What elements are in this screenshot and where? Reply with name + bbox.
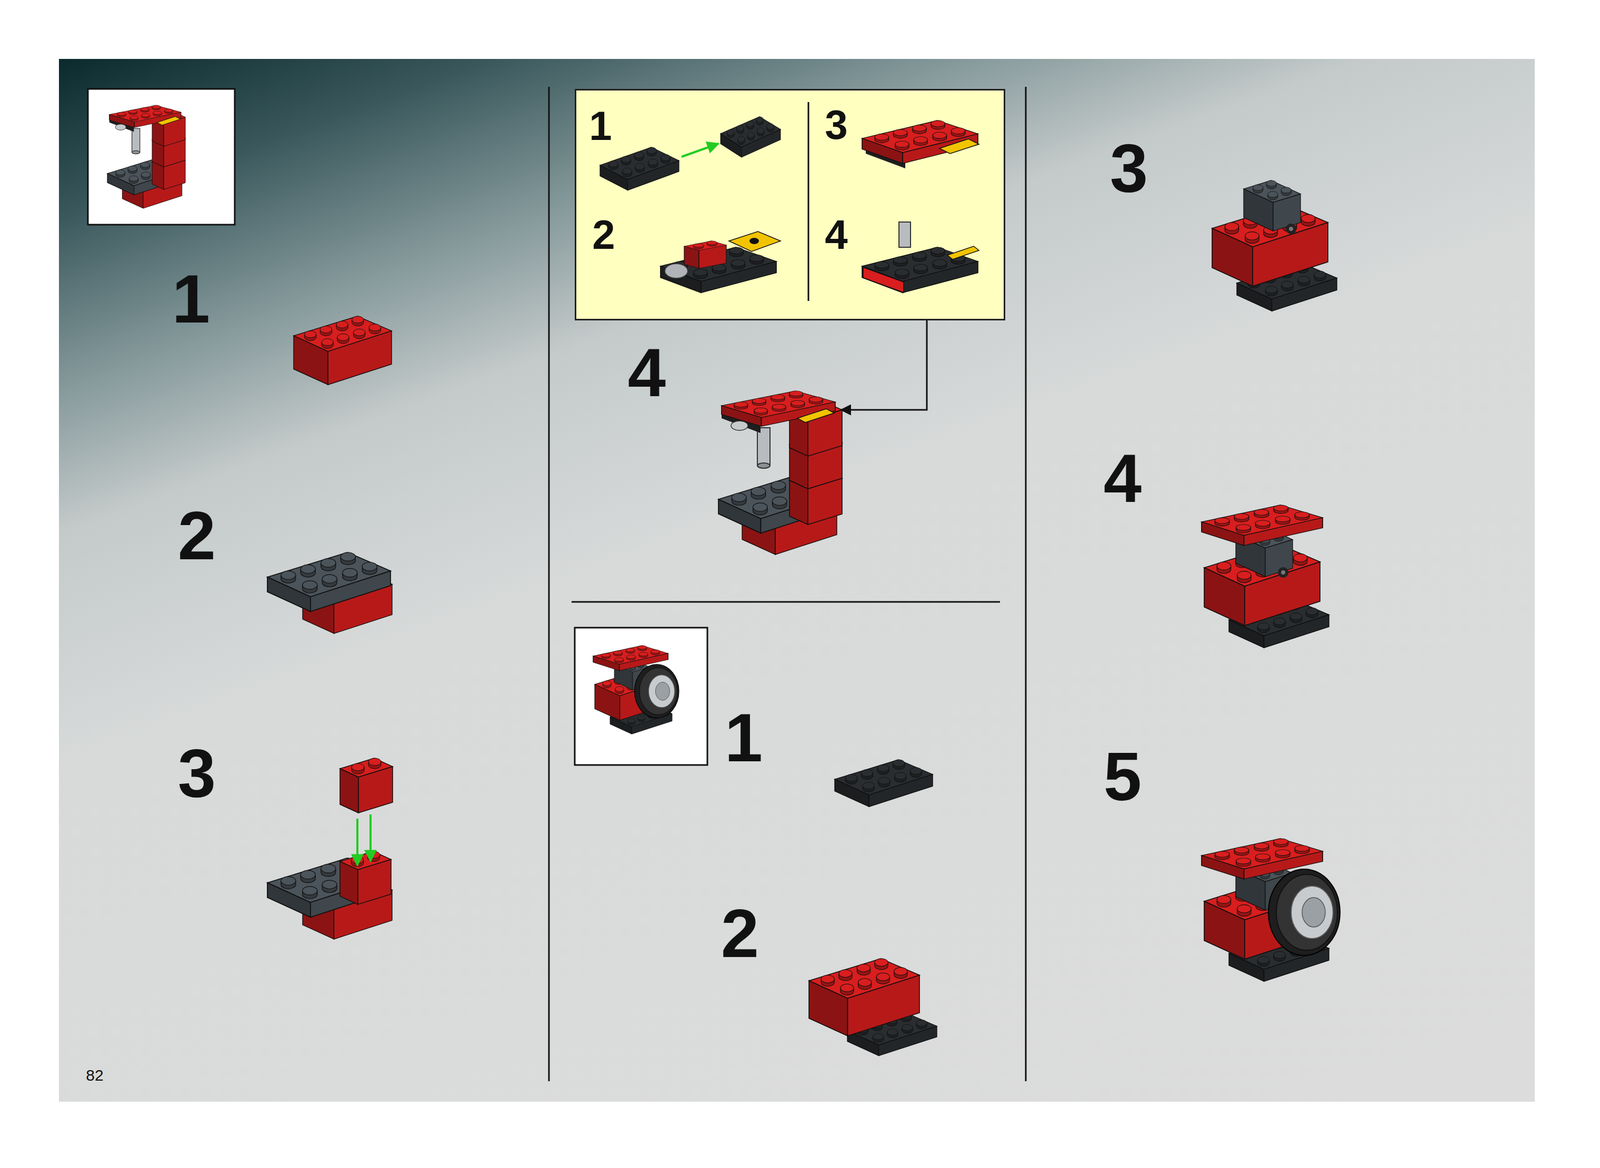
callout-divider (807, 102, 810, 302)
page-number: 82 (85, 1067, 104, 1084)
step-number: 3 (177, 739, 216, 808)
callout-number: 3 (824, 104, 848, 146)
step-number: 4 (1103, 444, 1142, 513)
callout-box: 1 2 3 4 (574, 88, 1006, 321)
step-number: 2 (721, 899, 759, 968)
step-number: 1 (724, 703, 763, 773)
step-number: 3 (1110, 134, 1148, 203)
inset-frame (87, 88, 235, 225)
step-number: 2 (177, 501, 216, 570)
step-number: 5 (1103, 742, 1142, 812)
divider-lines (548, 86, 1026, 1082)
step-number: 1 (172, 264, 210, 334)
callout-fill (574, 88, 1006, 321)
callout-number: 1 (588, 105, 612, 147)
callout-number: 2 (592, 214, 615, 256)
step-number: 4 (627, 338, 666, 407)
inset-frame (574, 627, 708, 766)
brick-models (107, 105, 1340, 1057)
callout-number: 4 (824, 214, 848, 256)
